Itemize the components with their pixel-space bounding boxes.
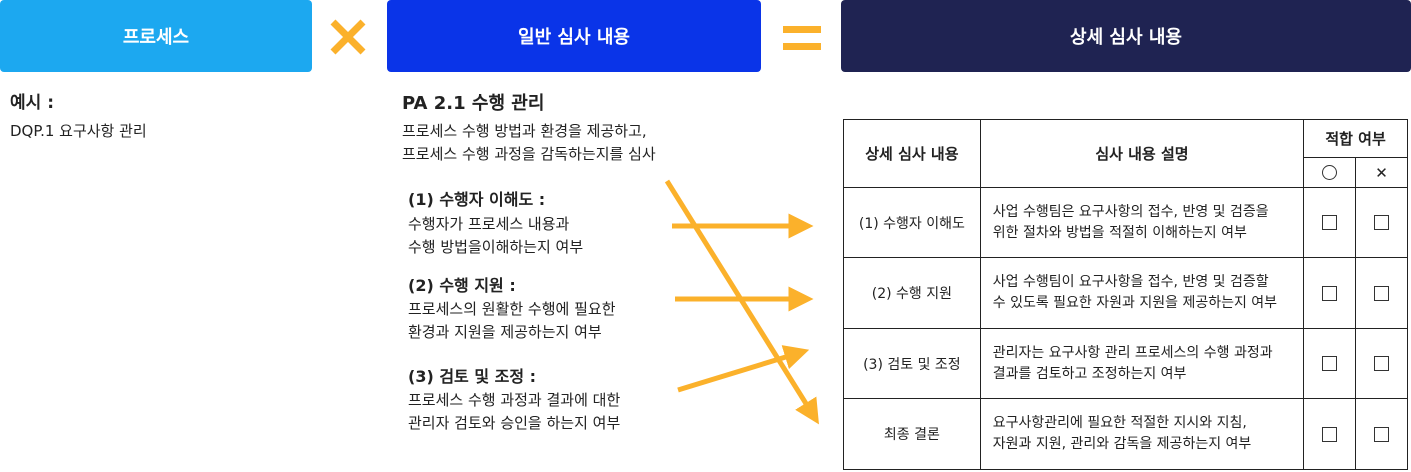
row-description: 요구사항관리에 필요한 적절한 지시와 지침,자원과 지원, 관리와 감독을 제… [979, 398, 1305, 470]
yes-checkbox[interactable] [1322, 285, 1338, 301]
detailed-review-table: 상세 심사 내용 심사 내용 설명 적합 여부 ✕ (1) 수행자 이해도 사업… [843, 119, 1408, 470]
item-3-heading: (3) 검토 및 조정 : [408, 367, 537, 386]
arrow-4 [664, 179, 819, 425]
no-checkbox[interactable] [1374, 356, 1390, 371]
multiply-icon [330, 19, 366, 55]
col-header-detail: 상세 심사 내용 [843, 119, 981, 188]
item-2-heading: (2) 수행 지원 : [408, 276, 516, 295]
process-header: 프로세스 [0, 0, 312, 72]
row-name: 최종 결론 [843, 398, 981, 470]
no-checkbox[interactable] [1374, 426, 1390, 442]
no-checkbox[interactable] [1374, 285, 1390, 301]
item-3-line-1: 프로세스 수행 과정과 결과에 대한 [408, 391, 621, 409]
pa-desc-1: 프로세스 수행 방법과 환경을 제공하고, [402, 122, 647, 140]
detailed-review-header: 상세 심사 내용 [841, 0, 1411, 72]
pa-desc-2: 프로세스 수행 과정을 감독하는지를 심사 [402, 145, 656, 163]
arrow-3 [677, 345, 810, 393]
example-text: DQP.1 요구사항 관리 [10, 122, 147, 140]
item-1-line-2: 수행 방법을이해하는지 여부 [408, 238, 584, 256]
col-header-description: 심사 내용 설명 [979, 119, 1305, 188]
col-header-no: ✕ [1355, 157, 1408, 188]
circle-icon [1322, 165, 1338, 180]
row-name: (3) 검토 및 조정 [843, 328, 981, 399]
item-2-line-1: 프로세스의 원활한 수행에 필요한 [408, 300, 616, 318]
item-3-line-2: 관리자 검토와 승인을 하는지 여부 [408, 414, 621, 432]
row-name: (1) 수행자 이해도 [843, 187, 981, 258]
cross-icon: ✕ [1375, 163, 1388, 182]
yes-checkbox[interactable] [1322, 215, 1338, 230]
table-row: 최종 결론 요구사항관리에 필요한 적절한 지시와 지침,자원과 지원, 관리와… [843, 398, 1408, 470]
yes-checkbox[interactable] [1322, 356, 1338, 371]
pa-title: PA 2.1 수행 관리 [402, 93, 545, 114]
row-name: (2) 수행 지원 [843, 257, 981, 329]
col-header-suitability: 적합 여부 [1303, 119, 1408, 158]
item-2-line-2: 환경과 지원을 제공하는지 여부 [408, 323, 602, 341]
equals-icon [783, 26, 821, 50]
item-1-line-1: 수행자가 프로세스 내용과 [408, 215, 570, 233]
example-label: 예시 : [10, 93, 54, 113]
yes-checkbox[interactable] [1322, 426, 1338, 442]
no-checkbox[interactable] [1374, 215, 1390, 230]
item-1-heading: (1) 수행자 이해도 : [408, 190, 546, 209]
col-header-yes [1303, 157, 1357, 188]
general-review-header: 일반 심사 내용 [387, 0, 761, 72]
